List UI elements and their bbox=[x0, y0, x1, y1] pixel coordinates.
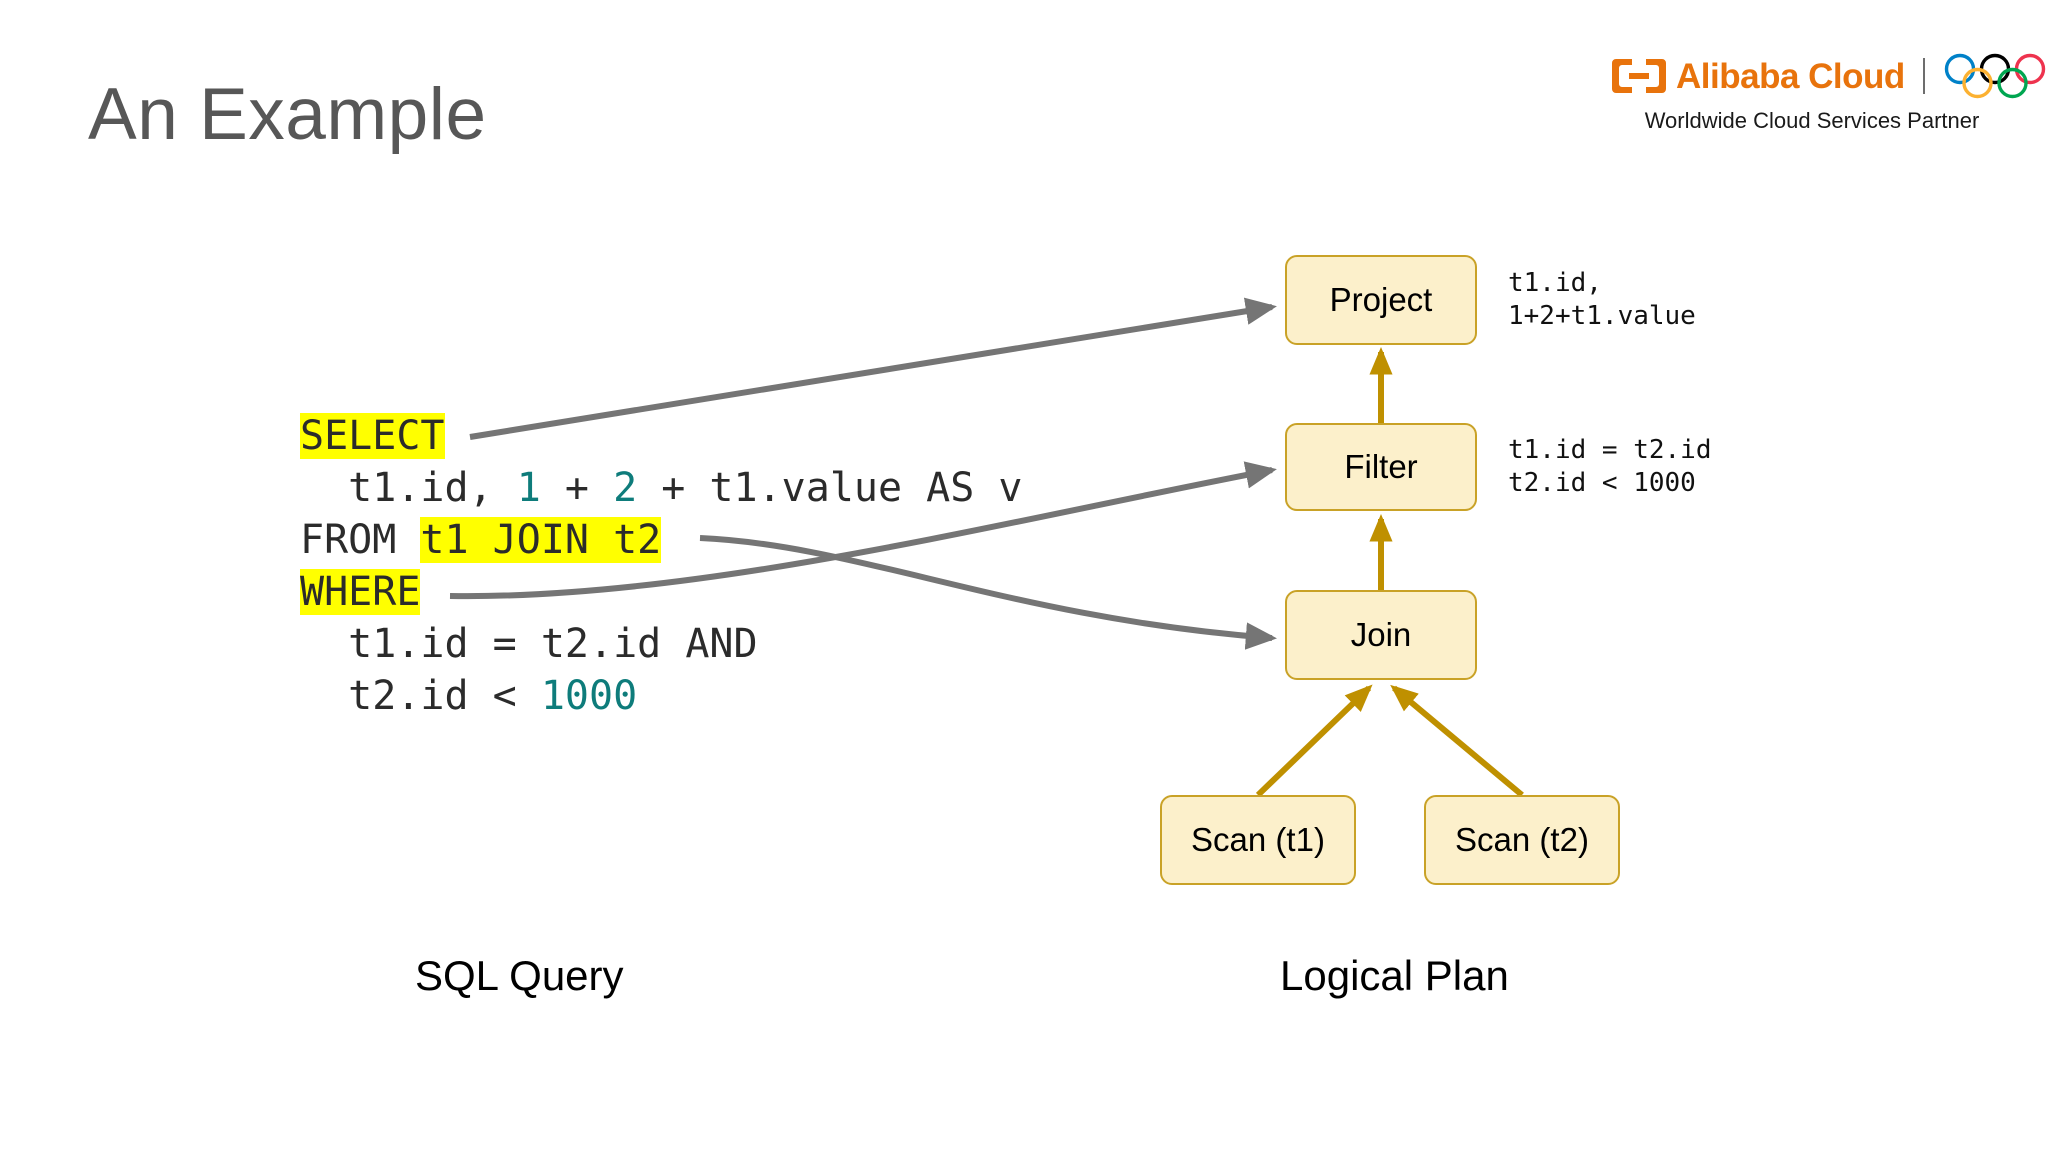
sql-text: + bbox=[540, 465, 614, 511]
line-select: SELECT bbox=[300, 410, 1023, 462]
logo-tagline: Worldwide Cloud Services Partner bbox=[1644, 108, 1980, 133]
logo-row: Alibaba Cloud bbox=[1612, 52, 2047, 100]
edge-scan-t1-to-join bbox=[1255, 684, 1373, 798]
line-projlist: t1.id, 1 + 2 + t1.value AS v bbox=[300, 462, 1023, 514]
sql-keyword-highlight: t1 JOIN t2 bbox=[420, 517, 662, 563]
caption-sql-query: SQL Query bbox=[415, 952, 624, 999]
sql-text: t1.id, bbox=[300, 465, 517, 511]
sql-literal: 1 bbox=[516, 465, 541, 511]
plan-node-scan-t1[interactable]: Scan (t1) bbox=[1160, 795, 1356, 885]
alibaba-cloud-mark-icon bbox=[1612, 59, 1666, 93]
plan-node-project[interactable]: Project bbox=[1285, 255, 1477, 345]
plan-node-scan-t2[interactable]: Scan (t2) bbox=[1424, 795, 1620, 885]
alibaba-cloud-wordmark: Alibaba Cloud bbox=[1676, 56, 1905, 96]
alibaba-cloud-logo: Alibaba Cloud Worldwide Cloud Services P… bbox=[1612, 52, 2045, 162]
edge-scan-t2-to-join bbox=[1390, 684, 1524, 798]
sql-keyword-highlight: SELECT bbox=[300, 413, 445, 459]
sql-text: t2.id < bbox=[300, 673, 541, 719]
line-cond1: t1.id = t2.id AND bbox=[300, 618, 1023, 670]
line-cond2: t2.id < 1000 bbox=[300, 670, 1023, 722]
page-title: An Example bbox=[88, 74, 487, 155]
caption-logical-plan: Logical Plan bbox=[1280, 952, 1509, 999]
plan-node-filter[interactable]: Filter bbox=[1285, 423, 1477, 511]
sql-text: FROM bbox=[300, 517, 421, 563]
line-from: FROM t1 JOIN t2 bbox=[300, 514, 1023, 566]
olympic-rings-icon bbox=[1944, 53, 2045, 99]
plan-annotation-project: t1.id, 1+2+t1.value bbox=[1508, 268, 1696, 331]
plan-annotation-filter: t1.id = t2.id t2.id < 1000 bbox=[1508, 435, 1712, 498]
sql-text: + t1.value AS v bbox=[637, 465, 1023, 511]
sql-literal: 2 bbox=[613, 465, 638, 511]
line-where: WHERE bbox=[300, 566, 1023, 618]
plan-node-join[interactable]: Join bbox=[1285, 590, 1477, 680]
sql-keyword-highlight: WHERE bbox=[300, 569, 421, 615]
sql-literal: 1000 bbox=[540, 673, 638, 719]
sql-text: t1.id = t2.id AND bbox=[300, 621, 758, 667]
logo-divider bbox=[1922, 58, 1925, 94]
